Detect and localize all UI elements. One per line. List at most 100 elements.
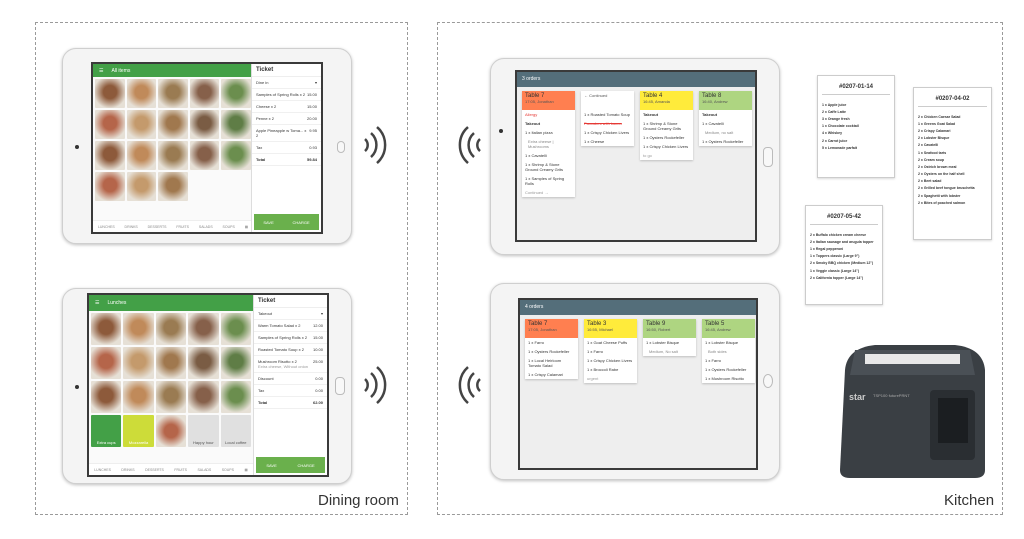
category-tab[interactable]: FRUITS xyxy=(176,224,189,229)
menu-item-tile[interactable] xyxy=(123,347,154,379)
menu-item-tile[interactable] xyxy=(221,141,251,170)
category-tab[interactable]: DRINKS xyxy=(124,224,138,229)
category-tab[interactable]: SALADS xyxy=(197,467,212,472)
order-item[interactable]: 1 x Italian pizza xyxy=(525,130,553,135)
menu-item-tile[interactable] xyxy=(126,141,157,170)
order-item[interactable]: Takeout xyxy=(702,112,718,117)
menu-item-tile[interactable] xyxy=(220,381,251,413)
order-item[interactable]: 1 x Oysters Rockefeller xyxy=(643,135,685,140)
order-item[interactable]: Pancakes with bacon xyxy=(584,121,622,126)
menu-item-tile[interactable]: Happy hour xyxy=(188,415,219,447)
menu-item-tile[interactable] xyxy=(95,172,125,201)
menu-item-tile[interactable] xyxy=(189,110,220,139)
grid-view-icon[interactable]: ▦ xyxy=(244,467,248,472)
category-tab[interactable]: SOUPS xyxy=(221,467,234,472)
order-item[interactable]: 1 x Farro xyxy=(587,349,604,354)
order-type-select[interactable]: Dine in▾ xyxy=(252,77,321,89)
menu-item-tile[interactable] xyxy=(91,381,122,413)
home-button[interactable] xyxy=(763,374,773,388)
category-tab[interactable]: SALADS xyxy=(198,224,213,229)
category-tab[interactable]: DRINKS xyxy=(121,467,135,472)
order-item[interactable]: 1 x Oysters Rockefeller xyxy=(528,349,570,354)
order-item[interactable]: Both sides xyxy=(708,349,727,354)
menu-item-tile[interactable] xyxy=(188,313,219,345)
menu-item-tile[interactable] xyxy=(155,347,187,379)
order-item[interactable]: to go xyxy=(643,153,652,158)
order-item[interactable]: 1 x Mushroom Risotto xyxy=(705,376,744,381)
menu-item-tile[interactable] xyxy=(155,415,187,447)
menu-item-tile[interactable] xyxy=(220,313,251,345)
menu-item-tile[interactable] xyxy=(155,381,187,413)
home-button[interactable] xyxy=(763,147,773,167)
menu-icon[interactable]: ☰ xyxy=(99,67,104,74)
menu-item-tile[interactable] xyxy=(189,141,220,170)
menu-item-tile[interactable] xyxy=(158,79,188,108)
order-item[interactable]: 1 x Cavatelli xyxy=(702,121,724,126)
order-item[interactable]: 1 x Cheese xyxy=(584,139,605,144)
menu-item-tile[interactable] xyxy=(126,79,157,108)
category-tab[interactable]: SOUPS xyxy=(222,224,235,229)
category-dropdown[interactable]: All items xyxy=(111,67,131,74)
menu-item-tile[interactable]: Mozzarella xyxy=(123,415,154,447)
order-item[interactable]: 1 x Local Heirloom Tomato Salad xyxy=(528,358,562,368)
category-tab[interactable]: DESSERTS xyxy=(145,467,164,472)
order-item[interactable]: Extra cheese | Mushrooms xyxy=(528,139,554,149)
order-item[interactable]: 1 x Oysters Rockefeller xyxy=(702,139,744,144)
order-item[interactable]: 1 x Crispy Chicken Livers xyxy=(587,358,633,363)
category-tab[interactable]: DESSERTS xyxy=(147,224,167,229)
save-button[interactable]: SAVE xyxy=(263,219,274,225)
menu-item-tile[interactable] xyxy=(95,141,125,170)
order-item[interactable]: 1 x Lobster Bisque xyxy=(646,340,680,345)
category-tab[interactable]: LUNCHES xyxy=(97,224,115,229)
menu-item-tile[interactable] xyxy=(95,79,125,108)
order-item[interactable]: 1 x Crispy Chicken Livers xyxy=(643,144,689,149)
menu-item-tile[interactable] xyxy=(188,381,219,413)
menu-icon[interactable]: ☰ xyxy=(95,300,100,306)
menu-item-tile[interactable] xyxy=(95,110,125,139)
menu-item-tile[interactable] xyxy=(158,141,188,170)
menu-item-tile[interactable] xyxy=(189,79,220,108)
order-item[interactable]: 1 x Goat Cheese Puffs xyxy=(587,340,628,345)
order-item[interactable]: Continued → xyxy=(525,190,549,195)
menu-item-tile[interactable] xyxy=(123,313,154,345)
menu-item-tile[interactable]: Local coffee xyxy=(220,415,251,447)
order-item[interactable]: 1 x Oysters Rockefeller xyxy=(705,367,747,372)
menu-item-tile[interactable] xyxy=(220,347,251,379)
category-dropdown[interactable]: Lunches xyxy=(107,300,127,306)
save-button[interactable]: SAVE xyxy=(266,462,277,468)
menu-item-tile[interactable] xyxy=(126,172,157,201)
order-item[interactable]: Medium, No salt xyxy=(649,349,678,354)
category-tab[interactable]: FRUITS xyxy=(174,467,187,472)
order-item[interactable]: Takeout xyxy=(525,121,541,126)
order-item[interactable]: 1 x Farro xyxy=(705,358,722,363)
menu-item-tile[interactable] xyxy=(126,110,157,139)
order-item[interactable]: Medium, no salt xyxy=(705,130,734,135)
order-item[interactable]: urgent xyxy=(587,376,599,381)
order-item[interactable]: 1 x Crispy Chicken Livers xyxy=(584,130,630,135)
home-button[interactable] xyxy=(335,377,345,395)
menu-item-tile[interactable]: Extra cups xyxy=(91,415,122,447)
order-item[interactable]: 1 x Shrimp & Stone Ground Creamy Grits xyxy=(525,162,564,172)
order-type-select[interactable]: Takeout▾ xyxy=(254,308,327,320)
order-item[interactable]: 1 x Shrimp & Stone Ground Creamy Grits xyxy=(643,121,682,131)
order-item[interactable]: 1 x Crispy Calamari xyxy=(528,372,563,377)
menu-item-tile[interactable] xyxy=(158,110,188,139)
